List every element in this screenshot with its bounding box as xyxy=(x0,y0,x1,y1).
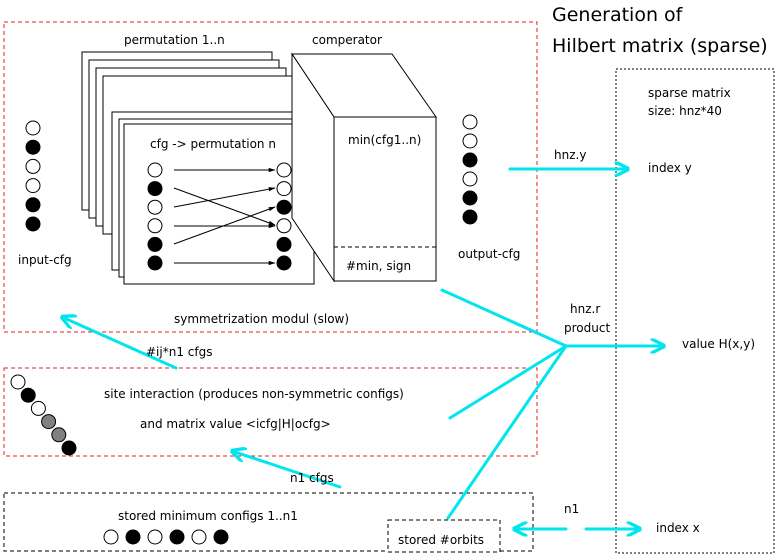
input-cfg-bit xyxy=(25,216,41,232)
product-label: product xyxy=(564,321,610,335)
sparse-matrix-label: sparse matrix xyxy=(648,86,731,100)
input-cfg-bit xyxy=(25,178,41,194)
permutation-left-bit xyxy=(147,236,163,252)
output-cfg-label: output-cfg xyxy=(458,247,520,261)
symmetrization-label: symmetrization modul (slow) xyxy=(174,312,349,326)
n1-label: n1 xyxy=(564,502,579,516)
permutation-left-bit xyxy=(147,199,163,215)
permutation-right-bit xyxy=(276,236,292,252)
output-cfg-bit xyxy=(462,190,478,206)
hnz-r-label: hnz.r xyxy=(570,302,600,316)
input-cfg-bit xyxy=(25,139,41,155)
stored-config-bit xyxy=(213,529,229,545)
input-cfg-bit xyxy=(25,158,41,174)
output-cfg-bit xyxy=(462,171,478,187)
data-flow-arrows xyxy=(62,169,666,529)
symmetrization-module-box xyxy=(3,21,538,333)
orbits-to-product xyxy=(446,344,568,520)
permutation-right-bit xyxy=(276,162,292,178)
cfg-permutation-label: cfg -> permutation n xyxy=(150,137,276,151)
index-x-label: index x xyxy=(656,521,700,535)
stored-config-bit xyxy=(191,529,207,545)
output-cfg-bit xyxy=(462,209,478,225)
stored-orbits-box xyxy=(387,519,501,553)
sparse-matrix-box xyxy=(615,68,775,554)
permutation-right-bits xyxy=(276,162,292,271)
input-cfg-label: input-cfg xyxy=(18,253,72,267)
site-interaction-bit xyxy=(41,414,57,430)
site-interaction-module-box xyxy=(3,367,538,457)
min-sign-label: #min, sign xyxy=(346,259,411,273)
site-interaction-bit xyxy=(20,387,36,403)
input-cfg-bit xyxy=(25,120,41,136)
comparator-label: comperator xyxy=(312,33,382,47)
output-cfg-bit xyxy=(462,133,478,149)
stored-config-bit xyxy=(103,529,119,545)
n1-cfgs-label: n1 cfgs xyxy=(290,471,334,485)
permutation-left-bit xyxy=(147,218,163,234)
output-cfg-bit xyxy=(462,114,478,130)
site-interaction-to-product xyxy=(448,344,568,420)
permutation-left-bits xyxy=(147,162,163,271)
input-cfg-bit xyxy=(25,197,41,213)
site-interaction-bits xyxy=(10,374,77,456)
input-cfg-bits xyxy=(25,120,41,232)
stored-config-bit xyxy=(147,529,163,545)
site-interaction-bit xyxy=(61,440,77,456)
output-cfg-bits xyxy=(462,114,478,225)
site-interaction-bit xyxy=(51,427,67,443)
sparse-size-label: size: hnz*40 xyxy=(648,104,722,118)
value-h-label: value H(x,y) xyxy=(682,337,755,351)
permutation-right-bit xyxy=(276,218,292,234)
stored-min-configs-label: stored minimum configs 1..n1 xyxy=(118,509,298,523)
stored-config-bit xyxy=(169,529,185,545)
diagram-title-line2: Hilbert matrix (sparse) xyxy=(552,35,768,57)
permutation-left-bit xyxy=(147,255,163,271)
matrix-value-label: and matrix value <icfg|H|ocfg> xyxy=(140,417,331,431)
permutation-arrows xyxy=(173,167,276,266)
n1-cfgs-arrow xyxy=(232,451,342,489)
output-cfg-bit xyxy=(462,152,478,168)
stored-orbits-label: stored #orbits xyxy=(398,533,484,547)
site-interaction-bit xyxy=(30,400,46,416)
permutation-right-bit xyxy=(276,181,292,197)
stored-config-bits xyxy=(103,529,229,545)
permutation-right-bit xyxy=(276,255,292,271)
ij-cfgs-label: #ij*n1 cfgs xyxy=(146,345,212,359)
index-y-label: index y xyxy=(648,161,692,175)
stored-configs-box xyxy=(3,492,534,552)
permutation-left-bit xyxy=(147,181,163,197)
permutation-left-bit xyxy=(147,162,163,178)
permutation-right-bit xyxy=(276,199,292,215)
hnz-y-label: hnz.y xyxy=(554,148,586,162)
diagram-title-line1: Generation of xyxy=(552,4,684,26)
site-interaction-label: site interaction (produces non-symmetric… xyxy=(104,387,404,401)
site-interaction-bit xyxy=(10,374,26,390)
min-cfg-label: min(cfg1..n) xyxy=(348,133,421,147)
ij-cfgs-arrow xyxy=(62,317,178,370)
symmetrization-to-product xyxy=(440,288,568,348)
permutation-stack-label: permutation 1..n xyxy=(124,33,225,47)
comparator-box xyxy=(291,52,437,283)
stored-config-bit xyxy=(125,529,141,545)
